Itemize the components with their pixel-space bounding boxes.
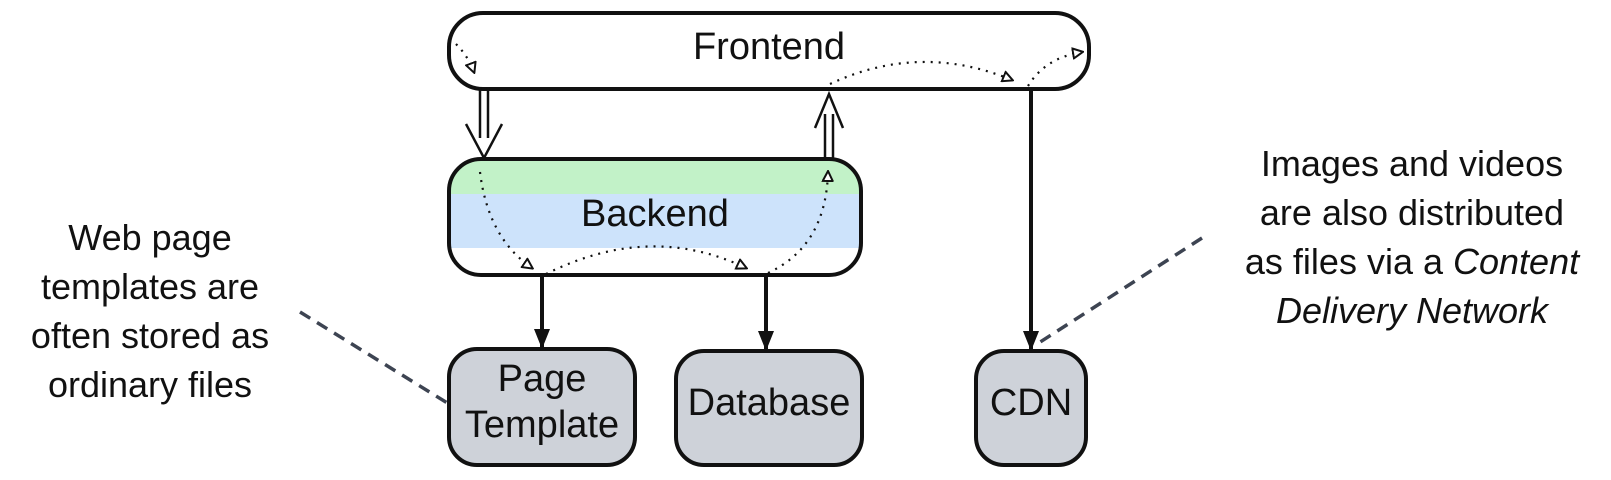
backend-box xyxy=(447,157,863,277)
page-template-node: Page Template xyxy=(447,347,637,467)
dotted-flow xyxy=(455,43,1082,275)
left-note-line2: templates are xyxy=(41,266,259,307)
database-box xyxy=(674,349,864,467)
flow-frontend-entry xyxy=(455,43,474,72)
backend-band-blue xyxy=(449,194,861,248)
database-label: Database xyxy=(688,382,851,424)
right-note-line3-prefix: as files via a xyxy=(1245,241,1453,282)
left-note-line4: ordinary files xyxy=(48,364,252,405)
response-arrow xyxy=(813,90,845,158)
storage-arrows xyxy=(534,90,1039,351)
cdn-node: CDN xyxy=(974,349,1088,467)
right-note-leader xyxy=(1033,236,1203,348)
cdn-label: CDN xyxy=(990,382,1072,424)
frontend-node: Frontend xyxy=(447,11,1091,91)
right-note-line2: are also distributed xyxy=(1260,192,1564,233)
frontend-box xyxy=(447,11,1091,91)
backend-band-green xyxy=(449,159,861,194)
left-note-line3: often stored as xyxy=(31,315,269,356)
left-note: Web page templates are often stored as o… xyxy=(31,217,269,405)
right-note: Images and videos are also distributed a… xyxy=(1245,143,1581,331)
request-arrow xyxy=(464,87,504,161)
right-note-line4: Delivery Network xyxy=(1276,290,1550,331)
database-node: Database xyxy=(674,349,864,467)
page-template-label-line1: Page xyxy=(498,358,587,400)
left-note-line1: Web page xyxy=(68,217,231,258)
backend-node: Backend xyxy=(447,157,863,277)
cdn-box xyxy=(974,349,1088,467)
page-template-label-line2: Template xyxy=(465,404,619,446)
page-template-box xyxy=(447,347,637,467)
right-note-line3-italic: Content xyxy=(1453,241,1581,282)
right-note-line3: as files via a Content xyxy=(1245,241,1581,282)
frontend-label: Frontend xyxy=(693,26,845,68)
right-note-line1: Images and videos xyxy=(1261,143,1563,184)
backend-label: Backend xyxy=(581,193,729,235)
left-note-leader xyxy=(299,310,450,406)
